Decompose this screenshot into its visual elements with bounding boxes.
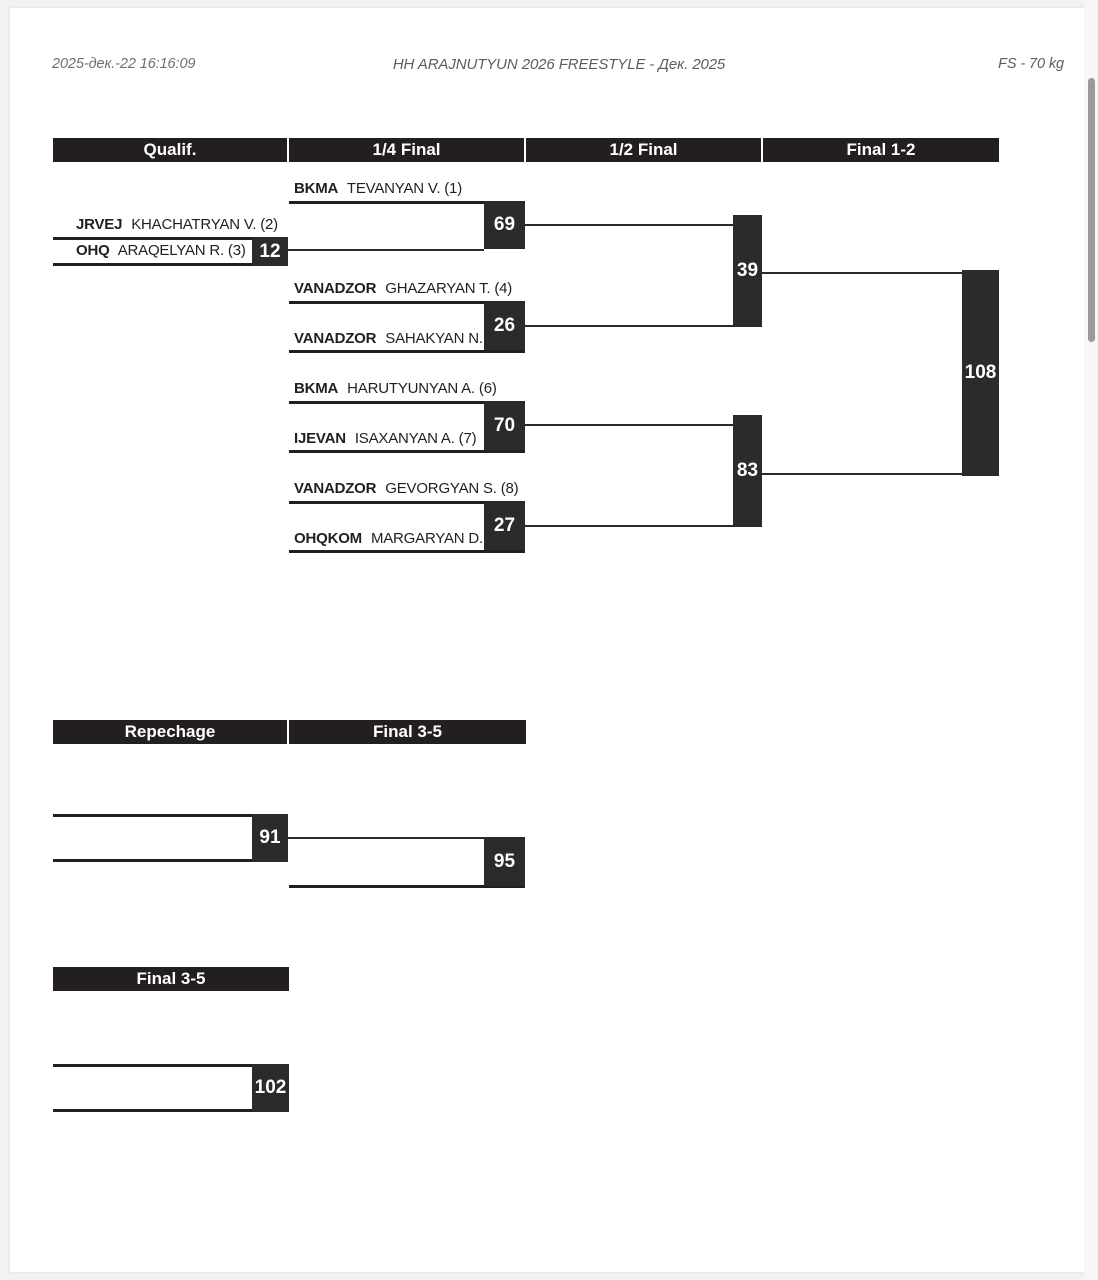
round-header-qualif: Qualif. [53, 138, 289, 162]
connector-qf2-to-sf1 [525, 325, 733, 327]
wrestler-club: IJEVAN [294, 430, 346, 447]
match-number-91[interactable]: 91 [252, 814, 288, 862]
bracket-line-qf3-bottom [289, 450, 525, 453]
bracket-line-rep1-bottom [53, 859, 252, 862]
connector-rep1-to-rep2 [288, 837, 485, 839]
bracket-line-qf1-top [289, 201, 489, 204]
wrestler-club: BKMA [294, 380, 339, 397]
match-number-83[interactable]: 83 [733, 415, 762, 527]
wrestler-club: VANADZOR [294, 480, 377, 497]
bracket-line-qf3-top [289, 401, 489, 404]
wrestler-label-qualif-bottom: OHQ ARAQELYAN R. (3) [76, 242, 246, 259]
wrestler-name: ARAQELYAN R. (3) [117, 242, 246, 259]
connector-qf1-to-sf1 [525, 224, 733, 226]
wrestler-name: GHAZARYAN T. (4) [385, 280, 513, 297]
round-header-repechage-final-3-5: Final 3-5 [289, 720, 526, 744]
wrestler-label-qf3-bottom: IJEVAN ISAXANYAN A. (7) [294, 430, 477, 447]
wrestler-name: ISAXANYAN A. (7) [354, 430, 477, 447]
wrestler-label-qf1-top: BKMA TEVANYAN V. (1) [294, 180, 462, 197]
round-header-final-3-5: Final 3-5 [53, 967, 289, 991]
bracket-line-qf2-top [289, 301, 489, 304]
wrestler-name: HARUTYUNYAN A. (6) [347, 380, 497, 397]
weight-category-label: FS - 70 kg [998, 56, 1064, 72]
bracket-line-qf4-bottom [289, 550, 525, 553]
bracket-line-rep1-top [53, 814, 252, 817]
connector-sf2-to-final [762, 473, 962, 475]
wrestler-label-qf4-top: VANADZOR GEVORGYAN S. (8) [294, 480, 519, 497]
wrestler-name: KHACHATRYAN V. (2) [131, 216, 278, 233]
wrestler-label-qf3-top: BKMA HARUTYUNYAN A. (6) [294, 380, 497, 397]
bracket-line-f35-top [53, 1064, 252, 1067]
match-number-102[interactable]: 102 [252, 1064, 289, 1112]
round-header-quarter-final: 1/4 Final [289, 138, 526, 162]
connector-qualif-to-qf1 [288, 249, 484, 251]
match-number-70[interactable]: 70 [484, 401, 525, 450]
match-number-39[interactable]: 39 [733, 215, 762, 327]
match-number-95[interactable]: 95 [484, 837, 525, 886]
bracket-line-f35-bottom [53, 1109, 252, 1112]
wrestler-name: GEVORGYAN S. (8) [385, 480, 519, 497]
wrestler-club: OHQKOM [294, 530, 362, 547]
round-header-final-1-2: Final 1-2 [763, 138, 999, 162]
tournament-title: HH ARAJNUTYUN 2026 FREESTYLE - Дек. 2025 [392, 56, 726, 73]
connector-sf1-to-final [762, 272, 962, 274]
match-number-12[interactable]: 12 [252, 237, 288, 266]
match-number-108[interactable]: 108 [962, 270, 999, 476]
match-number-26[interactable]: 26 [484, 301, 525, 350]
wrestler-club: BKMA [294, 180, 339, 197]
wrestler-name: MARGARYAN D. [370, 530, 484, 547]
wrestler-club: JRVEJ [76, 216, 123, 233]
wrestler-label-qf2-bottom: VANADZOR SAHAKYAN N. [294, 330, 483, 347]
bracket-line-qf4-top [289, 501, 489, 504]
match-number-27[interactable]: 27 [484, 501, 525, 550]
wrestler-label-qf4-bottom: OHQKOM MARGARYAN D. [294, 530, 483, 547]
wrestler-club: OHQ [76, 242, 110, 259]
bracket-line-rep2-bottom [289, 885, 525, 888]
bracket-sheet: 2025-дек.-22 16:16:09 HH ARAJNUTYUN 2026… [10, 8, 1088, 1272]
wrestler-name: SAHAKYAN N. [385, 330, 483, 347]
wrestler-club: VANADZOR [294, 280, 377, 297]
bracket-line-qualif-top [53, 237, 252, 240]
wrestler-label-qualif-top: JRVEJ KHACHATRYAN V. (2) [76, 216, 278, 233]
wrestler-name: TEVANYAN V. (1) [346, 180, 462, 197]
bracket-line-qf2-bottom [289, 350, 525, 353]
round-header-repechage: Repechage [53, 720, 289, 744]
match-number-69[interactable]: 69 [484, 201, 525, 249]
connector-qf4-to-sf2 [525, 525, 733, 527]
scrollbar-track[interactable] [1084, 0, 1098, 1280]
print-timestamp: 2025-дек.-22 16:16:09 [52, 56, 196, 72]
round-header-semi-final: 1/2 Final [526, 138, 763, 162]
bracket-line-qualif-bottom [53, 263, 252, 266]
wrestler-club: VANADZOR [294, 330, 377, 347]
scrollbar-thumb[interactable] [1088, 78, 1095, 342]
connector-qf3-to-sf2 [525, 424, 733, 426]
wrestler-label-qf2-top: VANADZOR GHAZARYAN T. (4) [294, 280, 512, 297]
